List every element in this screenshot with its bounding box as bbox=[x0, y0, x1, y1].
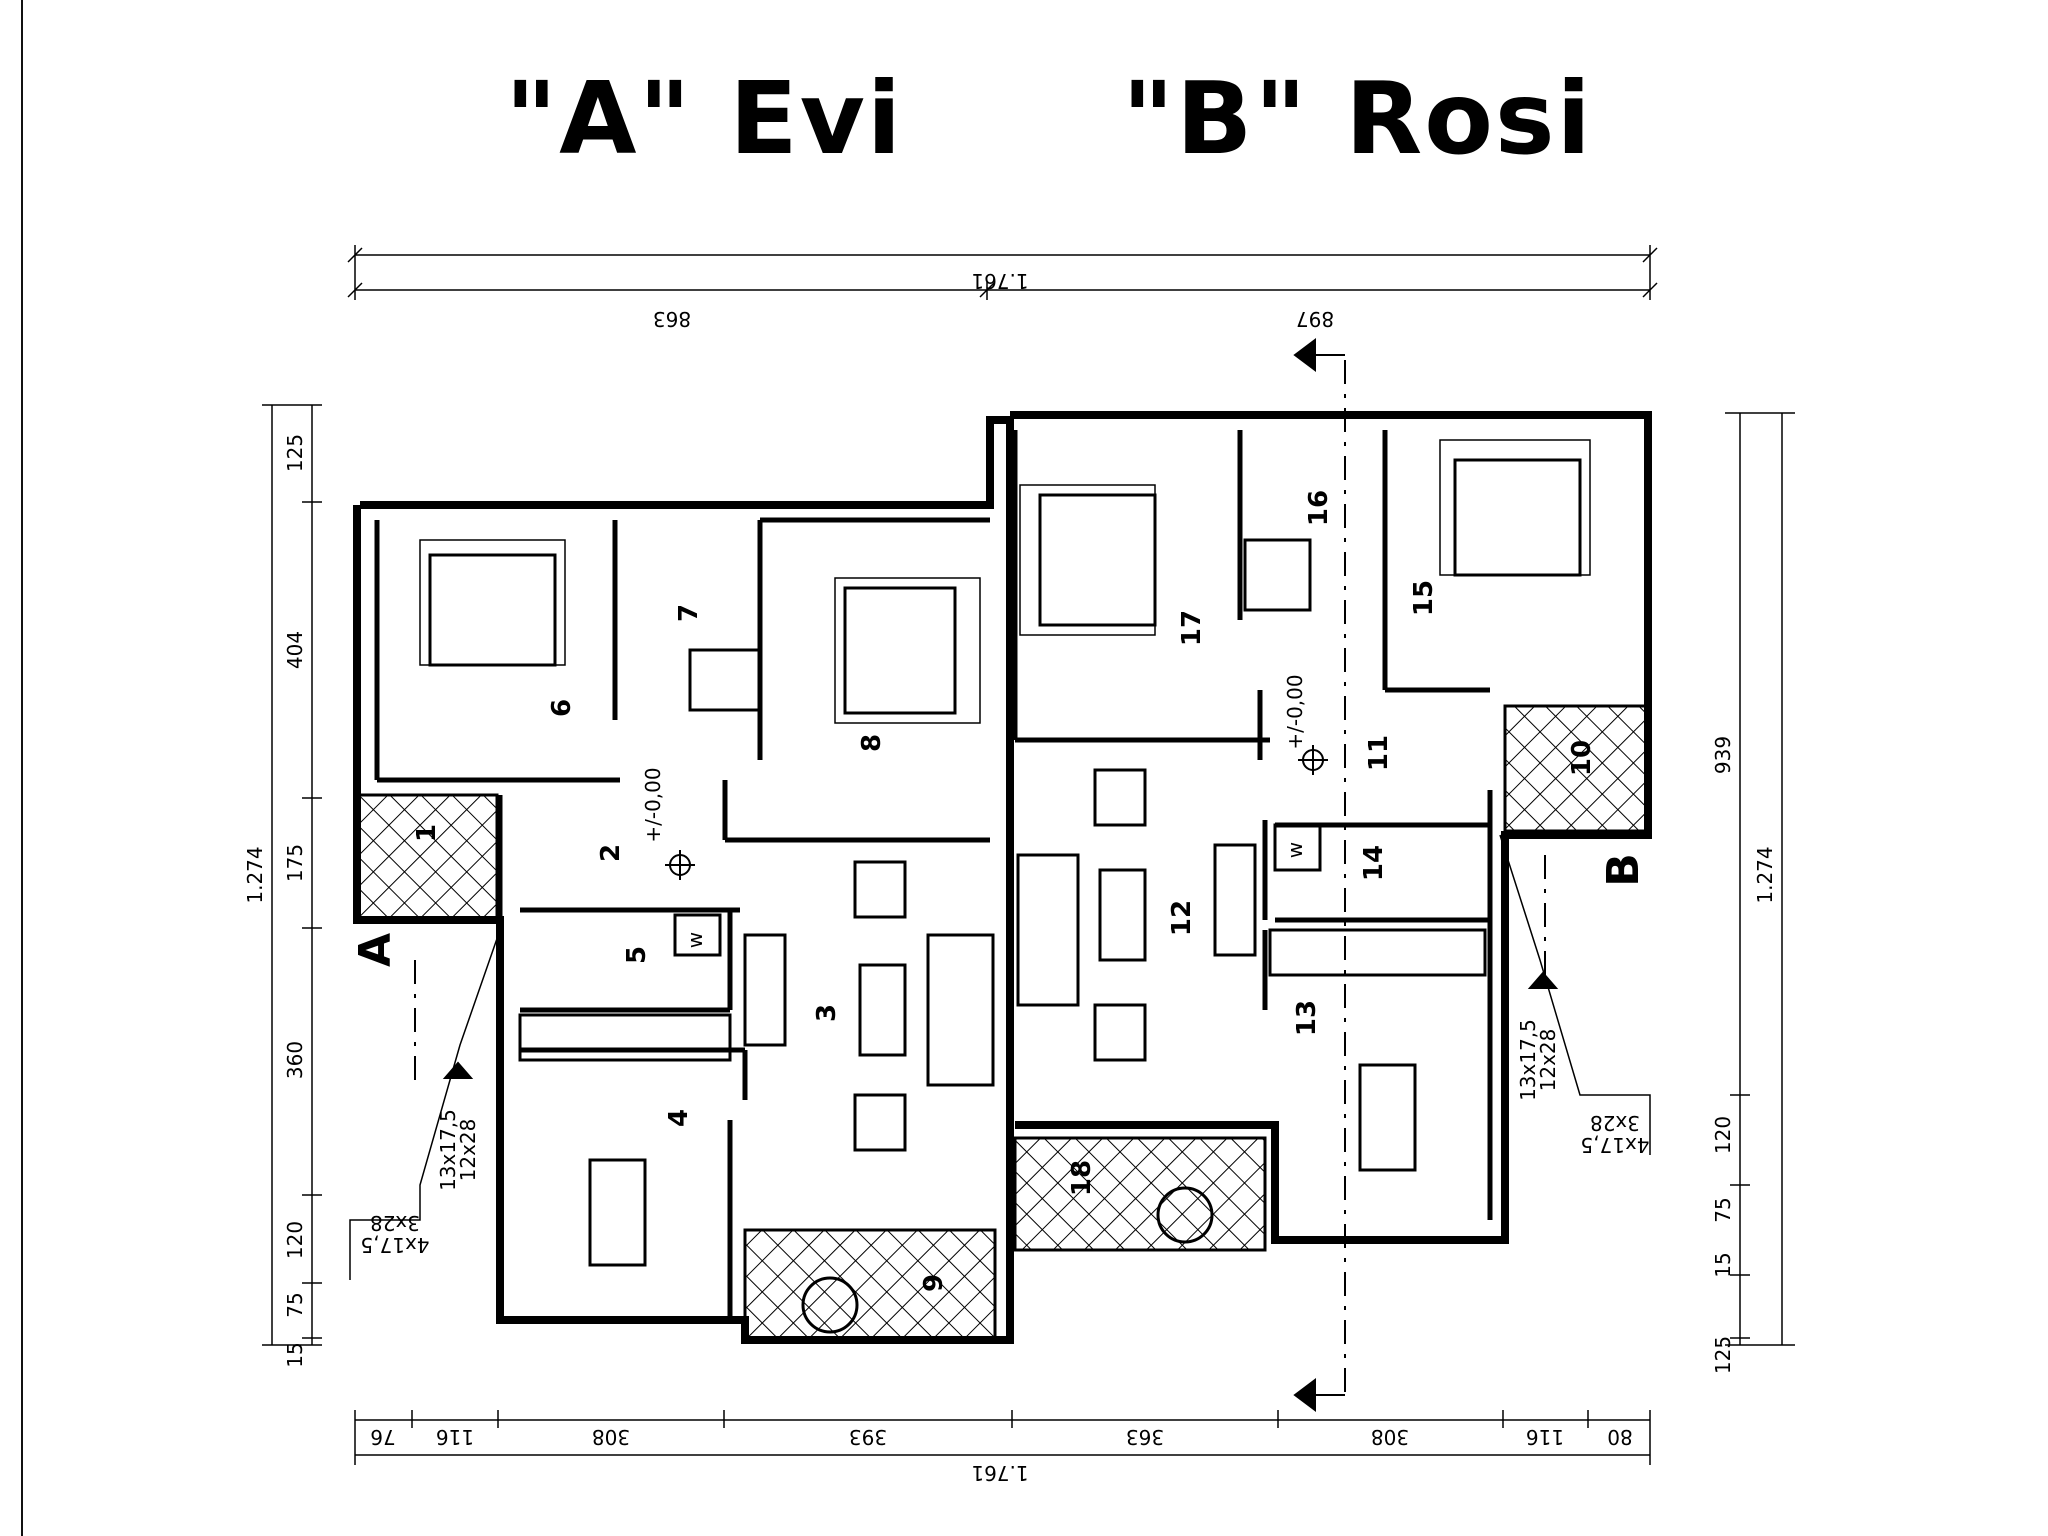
room-number-18: 18 bbox=[1067, 1160, 1097, 1196]
dim-right-seg-3: 15 bbox=[1711, 1252, 1735, 1277]
dim-top-left: 863 bbox=[653, 307, 691, 331]
dim-top-right: 897 bbox=[1296, 307, 1334, 331]
level-label-b: +/-0,00 bbox=[1283, 674, 1307, 749]
top-dimensions bbox=[347, 245, 1658, 300]
bed-room-15 bbox=[1453, 458, 1582, 577]
dim-left-seg-3: 175 bbox=[283, 844, 307, 882]
room-number-3: 3 bbox=[812, 1004, 842, 1022]
dim-bottom-seg-2: 116 bbox=[436, 1425, 474, 1449]
dim-right-total: 1.274 bbox=[1753, 846, 1777, 903]
round-table-9 bbox=[801, 1276, 859, 1334]
level-label-a: +/-0,00 bbox=[641, 767, 665, 842]
dim-bottom-seg-7: 116 bbox=[1526, 1425, 1564, 1449]
dim-left-seg-6: 75 bbox=[283, 1292, 307, 1317]
room-number-12: 12 bbox=[1167, 900, 1197, 936]
terrace-9 bbox=[743, 1228, 997, 1342]
dim-bottom-seg-6: 308 bbox=[1371, 1425, 1409, 1449]
bottom-dimensions bbox=[354, 1410, 1651, 1465]
dim-bottom-seg-4: 393 bbox=[849, 1425, 887, 1449]
room-number-2: 2 bbox=[596, 844, 626, 862]
dim-left-seg-1: 125 bbox=[283, 434, 307, 472]
title-b-rosi: "B" Rosi bbox=[1122, 60, 1593, 177]
dim-right-seg-4: 125 bbox=[1711, 1336, 1735, 1374]
room-number-16: 16 bbox=[1304, 490, 1334, 526]
room-number-7: 7 bbox=[674, 604, 704, 622]
stair-right-1: 13x17,5 bbox=[1516, 1019, 1540, 1101]
dim-bottom-seg-5: 363 bbox=[1126, 1425, 1164, 1449]
left-dimensions bbox=[262, 404, 322, 1346]
interior-walls bbox=[374, 430, 1493, 1320]
room-number-13: 13 bbox=[1292, 1000, 1322, 1036]
room-number-6: 6 bbox=[547, 699, 577, 717]
room-number-8: 8 bbox=[857, 734, 887, 752]
room-number-11: 11 bbox=[1364, 735, 1394, 771]
room-number-14: 14 bbox=[1359, 845, 1389, 881]
dim-left-seg-2: 404 bbox=[283, 631, 307, 669]
dim-bottom-total: 1.761 bbox=[971, 1461, 1028, 1485]
kitchen-counter-4 bbox=[518, 1013, 732, 1062]
sofa-room-12 bbox=[1016, 853, 1080, 1007]
coffee-table-12 bbox=[1098, 868, 1147, 962]
stair-left-4: 3x28 bbox=[370, 1211, 420, 1235]
room-number-5: 5 bbox=[622, 946, 652, 964]
dim-bottom-seg-1: 76 bbox=[370, 1425, 395, 1449]
stair-right-2: 12x28 bbox=[1536, 1029, 1560, 1092]
room-number-17: 17 bbox=[1177, 610, 1207, 646]
title-a-evi: "A" Evi bbox=[505, 60, 904, 177]
dim-top-total: 1.761 bbox=[971, 269, 1028, 293]
bottom-dim-labels: 76 116 308 393 363 308 116 80 1.761 bbox=[370, 1425, 1632, 1485]
section-label-a: A bbox=[350, 933, 401, 967]
dim-bottom-seg-3: 308 bbox=[592, 1425, 630, 1449]
stairs bbox=[349, 834, 1651, 1280]
walls bbox=[353, 411, 1652, 1344]
stair-right-3: 4x17,5 bbox=[1580, 1133, 1649, 1157]
section-lines bbox=[414, 360, 1546, 1395]
dim-right-939: 939 bbox=[1711, 736, 1735, 774]
furniture bbox=[419, 439, 1591, 1334]
terraces bbox=[355, 704, 1652, 1342]
wall-unit-b bbox=[1010, 411, 1652, 1244]
level-markers bbox=[665, 745, 1328, 880]
dining-table-13 bbox=[1358, 1063, 1417, 1172]
room-number-1: 1 bbox=[412, 824, 442, 842]
section-label-b: B bbox=[1598, 853, 1649, 887]
dim-left-seg-4: 360 bbox=[283, 1041, 307, 1079]
dim-right-seg-1: 120 bbox=[1711, 1116, 1735, 1154]
dim-left-seg-7: 15 bbox=[283, 1342, 307, 1367]
bed-room-8 bbox=[843, 586, 957, 715]
stair-left-2: 12x28 bbox=[456, 1119, 480, 1182]
stair-left-3: 4x17,5 bbox=[360, 1233, 429, 1257]
room-number-9: 9 bbox=[919, 1274, 949, 1292]
terrace-1 bbox=[355, 793, 499, 922]
coffee-table-3 bbox=[858, 963, 907, 1057]
dim-right-seg-2: 75 bbox=[1711, 1197, 1735, 1222]
stair-right-4: 3x28 bbox=[1590, 1111, 1640, 1135]
wall-unit-a bbox=[353, 416, 1014, 1344]
dim-left-seg-5: 120 bbox=[283, 1221, 307, 1259]
dining-table-4 bbox=[588, 1158, 647, 1267]
room-number-10: 10 bbox=[1567, 740, 1597, 776]
room-numbers: 1 2 3 4 5 6 7 8 9 10 11 12 13 14 15 16 1… bbox=[412, 490, 1597, 1292]
page-border-line bbox=[21, 0, 23, 1536]
stair-left-1: 13x17,5 bbox=[436, 1109, 460, 1191]
room-number-4: 4 bbox=[664, 1109, 694, 1127]
terrace-10 bbox=[1503, 704, 1652, 833]
washer-label-a: w bbox=[683, 932, 707, 948]
dim-left-total: 1.274 bbox=[243, 846, 267, 903]
bed-room-17 bbox=[1038, 493, 1157, 627]
section-arrows bbox=[442, 338, 1559, 1412]
bed-room-6 bbox=[428, 553, 557, 667]
round-table-18 bbox=[1156, 1186, 1214, 1244]
right-dimensions bbox=[1725, 412, 1795, 1346]
dim-bottom-seg-8: 80 bbox=[1607, 1425, 1632, 1449]
sofa-room-3 bbox=[926, 933, 995, 1087]
room-number-15: 15 bbox=[1409, 580, 1439, 616]
terrace-18 bbox=[1013, 1136, 1267, 1252]
kitchen-counter-13 bbox=[1268, 928, 1487, 977]
washer-label-b: w bbox=[1283, 842, 1307, 858]
